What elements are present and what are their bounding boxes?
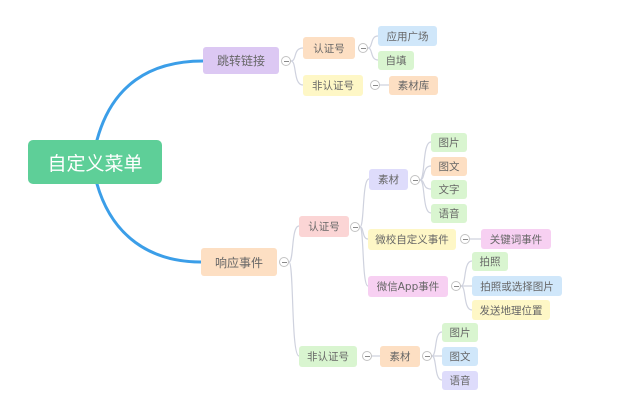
branch-node-response-event[interactable]: 响应事件 [201,248,277,276]
root-node[interactable]: 自定义菜单 [28,140,162,184]
node-wechat-app-event[interactable]: 微信App事件 [368,276,448,297]
collapse-toggle-icon[interactable] [460,234,470,244]
connector-line [290,60,304,86]
leaf-node-send-location[interactable]: 发送地理位置 [472,300,550,320]
node-certified-account[interactable]: 认证号 [303,37,355,59]
connector-line [460,285,473,311]
connector-line [359,226,369,287]
connector-line [367,47,379,61]
node-material[interactable]: 素材 [369,169,408,190]
collapse-toggle-icon[interactable] [281,56,291,66]
connector-line [290,47,304,62]
collapse-toggle-icon[interactable] [410,175,420,185]
leaf-node-image[interactable]: 图片 [442,323,478,342]
collapse-toggle-icon[interactable] [362,351,372,361]
main-connector-line [95,182,203,264]
collapse-toggle-icon[interactable] [358,43,368,53]
leaf-node-keyword-event[interactable]: 关键词事件 [481,229,551,249]
connector-line [419,141,432,181]
node-certified-account[interactable]: 认证号 [299,216,349,237]
connector-line [367,35,379,49]
node-non-certified-account[interactable]: 非认证号 [303,75,363,96]
connector-line [288,261,300,357]
leaf-node-photo-or-pick-image[interactable]: 拍照或选择图片 [472,276,562,296]
collapse-toggle-icon[interactable] [279,257,289,267]
connector-line [288,225,300,263]
collapse-toggle-icon[interactable] [422,351,432,361]
leaf-node-take-photo[interactable]: 拍照 [472,252,508,271]
connector-line [460,260,473,287]
connector-line [359,178,370,228]
leaf-node-voice[interactable]: 语音 [431,204,467,223]
connector-line [431,331,443,357]
leaf-node-text[interactable]: 文字 [431,180,467,199]
branch-node-redirect-link[interactable]: 跳转链接 [203,47,279,74]
leaf-node-voice[interactable]: 语音 [442,371,478,390]
connector-line [431,355,443,381]
collapse-toggle-icon[interactable] [350,222,360,232]
leaf-node-self-fill[interactable]: 自填 [378,51,414,70]
main-connector-line [95,59,205,142]
node-material[interactable]: 素材 [380,346,420,367]
leaf-node-material-library[interactable]: 素材库 [389,76,438,95]
collapse-toggle-icon[interactable] [451,281,461,291]
node-non-certified-account[interactable]: 非认证号 [299,346,357,367]
leaf-node-rich-text[interactable]: 图文 [431,157,467,176]
collapse-toggle-icon[interactable] [370,80,380,90]
leaf-node-app-plaza[interactable]: 应用广场 [378,26,437,46]
node-campus-custom-event[interactable]: 微校自定义事件 [368,229,456,250]
connector-line [419,179,432,214]
leaf-node-rich-text[interactable]: 图文 [442,347,478,366]
leaf-node-image[interactable]: 图片 [431,133,467,152]
